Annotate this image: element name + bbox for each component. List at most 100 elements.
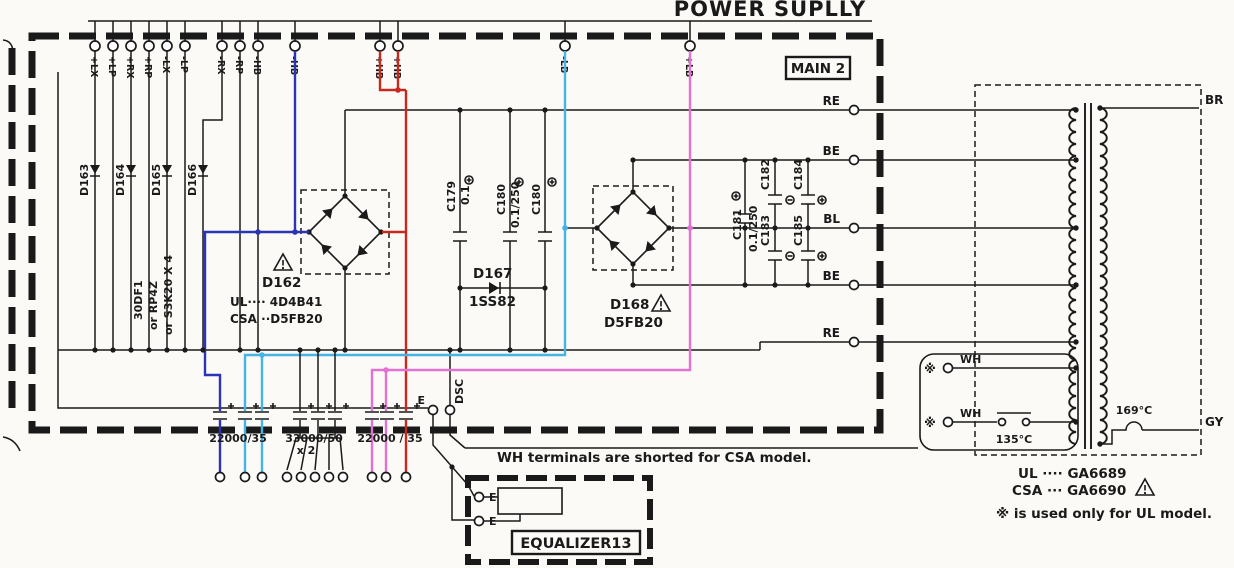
terminal-label: -RP	[233, 56, 244, 74]
cap-label-c183: C183	[759, 215, 772, 246]
wh-label-1: WH	[960, 353, 981, 366]
exit-terminal-bl	[848, 222, 860, 234]
bottom-terminal	[256, 471, 268, 483]
bottom-terminal	[295, 471, 307, 483]
terminal-mlb	[559, 40, 571, 52]
terminal-label: +HB	[373, 56, 384, 79]
red-rail-wire	[378, 51, 408, 472]
transformer-secondary-winding	[1068, 107, 1077, 445]
magenta-rail-wire	[370, 51, 692, 472]
terminal-plx	[89, 40, 101, 52]
polarity-minus-icon	[785, 195, 795, 205]
terminal-prp	[143, 40, 155, 52]
thermal-switch: 135°C	[996, 412, 1032, 446]
bottom-terminal	[337, 471, 349, 483]
left-diode-section: D163 D164 D165 D166 30DF1 or RP4Z or S3K…	[78, 51, 259, 350]
terminal-label: +LX	[88, 56, 99, 78]
bulk-cap-value-3: 22000 / 35	[357, 432, 422, 445]
wire-label-re2: RE	[823, 326, 840, 340]
equalizer-e1-label: E	[489, 491, 497, 504]
diode-d167: D167 1SS82	[457, 266, 548, 310]
power-transformer: ※ ※ WH WH 135°C 169°C BR GY	[919, 84, 1224, 456]
diode-type-note: or RP4Z	[147, 281, 160, 330]
blue-rail-wire	[203, 51, 309, 472]
wire-label-bl: BL	[823, 212, 840, 226]
cap-label-c185: C185	[792, 215, 805, 246]
bulk-cap-polarity-marks	[228, 403, 420, 409]
exit-terminal-be2	[848, 279, 860, 291]
polarity-minus-icon	[785, 251, 795, 261]
terminal-label: +RX	[124, 56, 135, 79]
bridge-rectifier-d168: D168 D5FB20	[592, 160, 674, 331]
wire-label-gy: GY	[1205, 415, 1224, 429]
e-terminal	[427, 404, 439, 416]
bottom-terminal	[214, 471, 226, 483]
wh-lead-loom	[919, 353, 1079, 451]
equalizer-border	[465, 475, 653, 565]
board-label-box: MAIN 2	[784, 55, 852, 81]
wh-note: WH terminals are shorted for CSA model.	[465, 447, 918, 466]
cap-label-c182: C182	[759, 159, 772, 190]
bottom-terminal	[380, 471, 392, 483]
terminal-label: +RP	[142, 56, 153, 78]
transformer-csa-part: CSA ··· GA6690	[1012, 483, 1126, 499]
exit-terminal-re1	[848, 104, 860, 116]
equalizer-e2-label: E	[489, 515, 497, 528]
junction-dots	[92, 107, 811, 353]
diode-label-d164: D164	[114, 164, 127, 196]
terminal-label: +HB	[391, 56, 402, 79]
equalizer-e-terminal-2	[473, 515, 485, 527]
wh-terminal-1	[942, 362, 954, 374]
cyan-rail-wire	[243, 51, 567, 472]
bridge-d168-type: D5FB20	[604, 315, 663, 331]
diode-type-note: or S3K20 X 4	[162, 255, 175, 335]
wire-label-be2: BE	[823, 269, 840, 283]
terminal-phb2	[392, 40, 404, 52]
diode-label-d166: D166	[186, 164, 199, 196]
main-board-border	[28, 32, 884, 434]
polarity-plus-icon	[817, 195, 827, 205]
bulk-capacitor-bank: 22000/35 33000/50 x 2 22000 / 35	[209, 350, 423, 483]
transformer-primary-winding	[1099, 107, 1108, 445]
diode-label-d163: D163	[78, 164, 91, 196]
cap-value-c180a: 0.1/250	[509, 181, 522, 228]
e-dsc-terminals: E DSC	[417, 379, 475, 521]
transformer-border	[974, 84, 1202, 456]
bridge-d162-csa-type: CSA ··D5FB20	[230, 312, 323, 326]
wh-note-text: WH terminals are shorted for CSA model.	[497, 450, 812, 466]
terminal-label: -LP	[178, 56, 189, 73]
bottom-terminal	[323, 471, 335, 483]
transformer-core	[1084, 103, 1092, 449]
cap-label-c184: C184	[792, 159, 805, 190]
exit-terminal-re2	[848, 336, 860, 348]
winding-tap-dots	[1073, 105, 1103, 447]
terminal-mrp	[234, 40, 246, 52]
polarity-plus-icon	[514, 177, 524, 187]
bottom-terminal	[309, 471, 321, 483]
terminal-label: +LP	[106, 56, 117, 77]
dsc-label: DSC	[453, 379, 466, 404]
bulk-cap-value-2: 33000/50	[285, 432, 343, 445]
cap-label-c180a: C180	[495, 184, 508, 215]
cap-label-c180b: C180	[530, 184, 543, 215]
bottom-terminal	[400, 471, 412, 483]
terminal-label: +LB	[683, 56, 694, 77]
terminal-mhb1	[252, 40, 264, 52]
diode-type-note: 30DF1	[132, 280, 145, 320]
ref-mark: ※	[924, 362, 936, 376]
bridge-rectifier-d162: D162 UL···· 4D4B41 CSA ··D5FB20	[230, 110, 390, 350]
adjacent-board-edge	[2, 39, 21, 452]
warning-icon	[650, 293, 672, 312]
board-label: MAIN 2	[791, 61, 845, 77]
wire-label-be1: BE	[823, 144, 840, 158]
page-title: POWER SUPLLY	[674, 0, 867, 21]
bulk-cap-qty-2: x 2	[297, 444, 316, 457]
equalizer-label: EQUALIZER13	[520, 536, 631, 552]
terminal-mlp	[179, 40, 191, 52]
top-harness-wires	[88, 20, 872, 41]
bulk-cap-value-1: 22000/35	[209, 432, 267, 445]
polarity-plus-icon	[464, 175, 474, 185]
polarity-plus-icon	[547, 177, 557, 187]
colored-junction-dots	[255, 87, 693, 373]
